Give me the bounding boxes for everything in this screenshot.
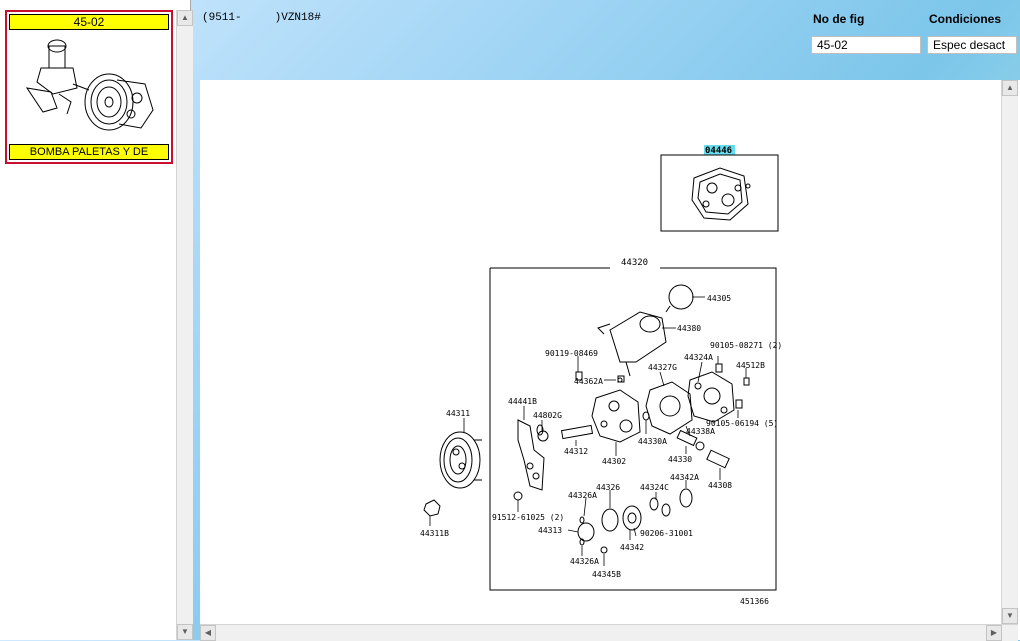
part-number-90119-08469[interactable]: 90119-08469 [545,349,598,358]
part-number-44802G[interactable]: 44802G [533,411,562,420]
part-number-44327G[interactable]: 44327G [648,363,677,372]
figure-thumbnail[interactable]: 45-02 BOMBA PALETAS Y DE [5,10,173,164]
part-labels: 44305 44380 90119-08469 90105-08271 (2) … [420,294,782,606]
part-number-44320[interactable]: 44320 [621,258,648,268]
part-number-90206-31001[interactable]: 90206-31001 [640,529,693,538]
scroll-up-arrow-icon[interactable]: ▲ [177,10,193,26]
part-number-91512-61025[interactable]: 91512-61025 (2) [492,513,564,522]
part-number-44313[interactable]: 44313 [538,526,562,535]
thumbnail-caption: BOMBA PALETAS Y DE [9,144,169,160]
part-number-44345B[interactable]: 44345B [592,570,621,579]
part-number-44324A[interactable]: 44324A [684,353,713,362]
gasket-kit-illustration [691,167,751,221]
part-number-44305[interactable]: 44305 [707,294,731,303]
part-number-44330[interactable]: 44330 [668,455,692,464]
conditions-field[interactable]: Espec desact [927,36,1017,54]
part-number-44311[interactable]: 44311 [446,409,470,418]
diagram-horizontal-scrollbar[interactable]: ◀ ▶ [200,624,1018,641]
part-number-44324C[interactable]: 44324C [640,483,669,492]
fig-number-label: No de fig [813,12,865,26]
part-number-44441B[interactable]: 44441B [508,397,537,406]
part-number-44311B[interactable]: 44311B [420,529,449,538]
part-number-44326[interactable]: 44326 [596,483,620,492]
part-number-44326A-lower[interactable]: 44326A [570,557,599,566]
part-number-44326A-upper[interactable]: 44326A [568,491,597,500]
fig-number-field[interactable]: 45-02 [811,36,921,54]
model-code: (9511- )VZN18# [202,12,321,24]
part-number-04446[interactable]: 04446 [705,146,732,156]
diagram-vertical-scrollbar[interactable]: ▲ ▼ [1001,80,1018,624]
thumbnail-pane: 45-02 BOMBA PALETAS Y DE [0,0,191,640]
diagram-scroll-down-arrow-icon[interactable]: ▼ [1002,608,1018,624]
part-number-44342A[interactable]: 44342A [670,473,699,482]
gasket-kit-box [660,154,779,232]
part-highlight-04446 [704,145,735,155]
thumbnail-pump-illustration [25,39,154,131]
diagram-scroll-left-arrow-icon[interactable]: ◀ [200,625,216,641]
part-number-44312[interactable]: 44312 [564,447,588,456]
pump-assembly-illustration [423,284,750,554]
exploded-parts-diagram: 04446 44320 [420,145,782,606]
left-vertical-scrollbar[interactable]: ▲ ▼ [176,10,193,640]
parts-diagram-pane: 04446 44320 [200,80,1020,641]
part-number-44362A[interactable]: 44362A [574,377,603,386]
thumbnail-fig-number: 45-02 [9,14,169,30]
leader-lines [429,296,747,566]
conditions-label: Condiciones [929,12,1002,26]
part-number-44512B[interactable]: 44512B [736,361,765,370]
diagram-scroll-up-arrow-icon[interactable]: ▲ [1002,80,1018,96]
part-number-90105-06194[interactable]: 90105-06194 (5) [706,419,778,428]
part-number-44330A[interactable]: 44330A [638,437,667,446]
part-number-44302[interactable]: 44302 [602,457,626,466]
part-number-44338A[interactable]: 44338A [686,427,715,436]
illustration-id: 451366 [740,597,769,606]
part-number-44308[interactable]: 44308 [708,481,732,490]
part-number-44342[interactable]: 44342 [620,543,644,552]
diagram-scroll-right-arrow-icon[interactable]: ▶ [986,625,1002,641]
part-number-90105-08271[interactable]: 90105-08271 (2) [710,341,782,350]
scroll-down-arrow-icon[interactable]: ▼ [177,624,193,640]
part-number-44380[interactable]: 44380 [677,324,701,333]
assembly-bracket-44320 [489,267,777,591]
